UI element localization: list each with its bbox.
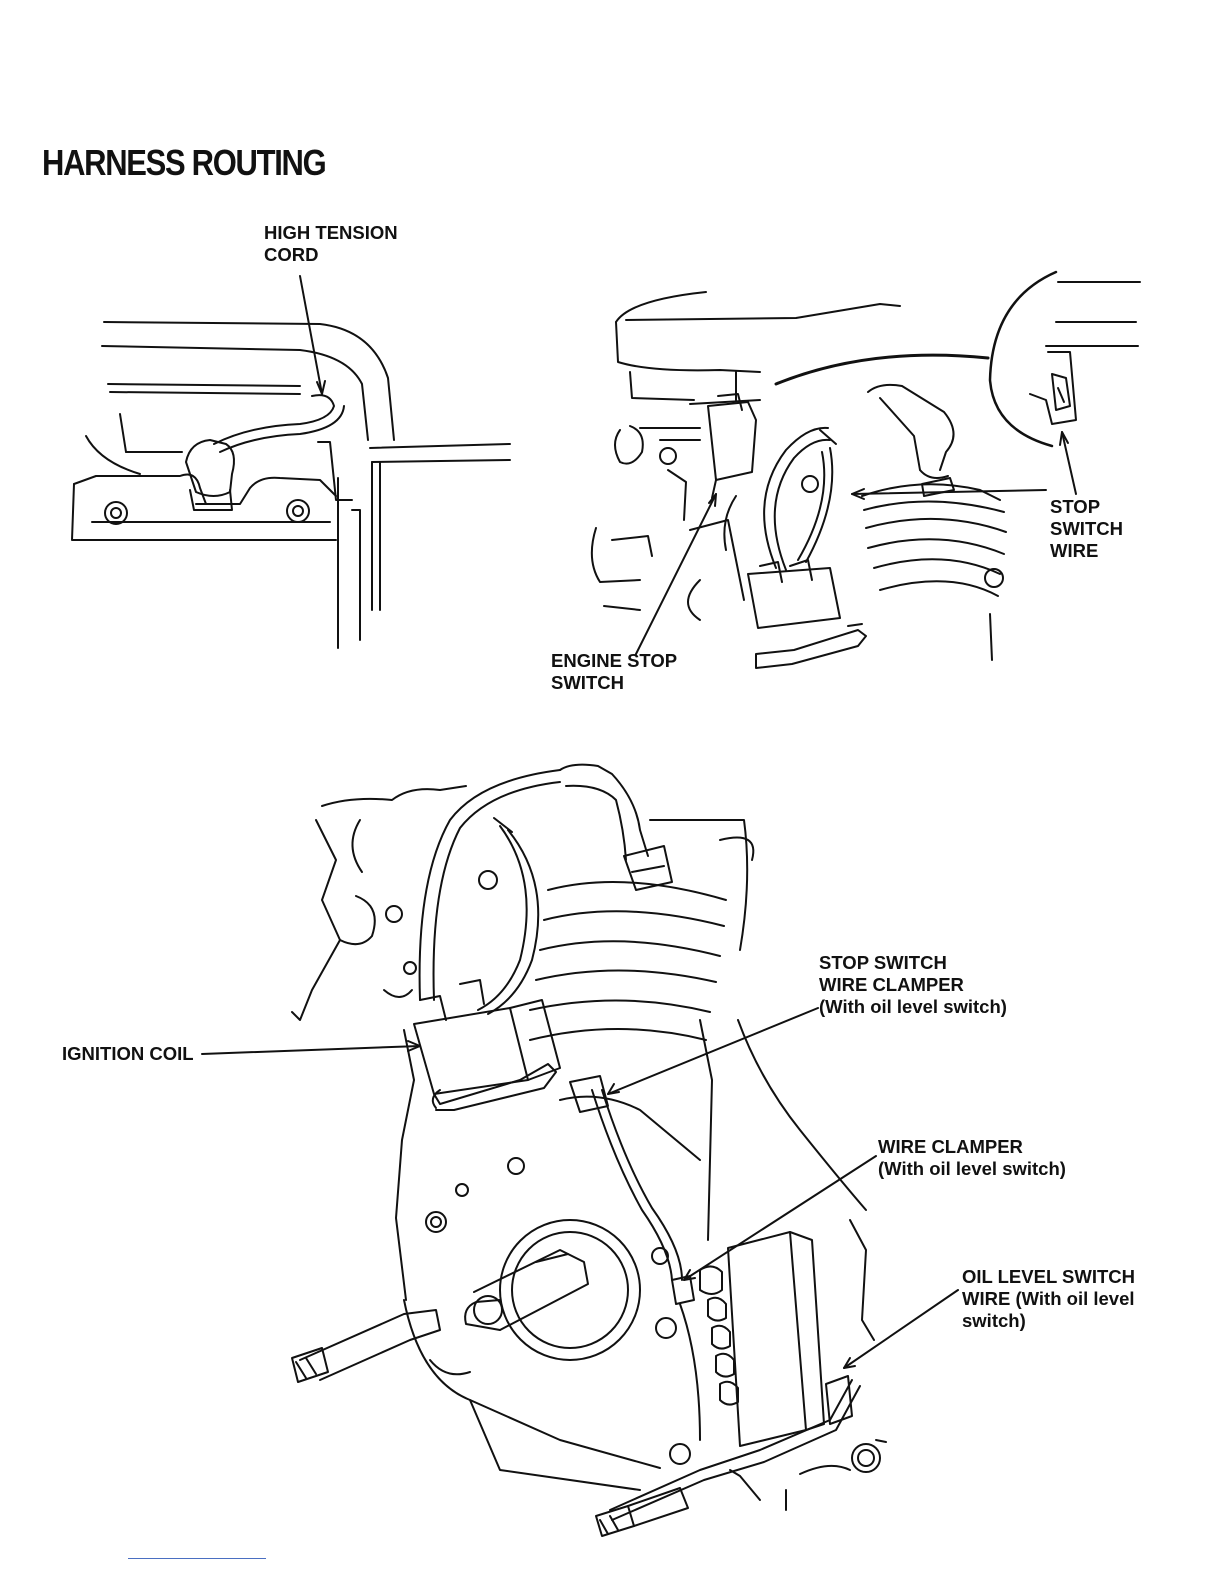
arrowhead <box>844 1358 855 1368</box>
label-wire-clamper: WIRE CLAMPER (With oil level switch) <box>878 1136 1066 1180</box>
leader-stop-switch-wire-callout <box>1062 432 1076 494</box>
label-line: SWITCH <box>551 672 677 694</box>
label-line: SWITCH <box>1050 518 1123 540</box>
arrowhead <box>608 1084 619 1094</box>
label-engine-stop-switch: ENGINE STOP SWITCH <box>551 650 677 694</box>
label-ignition-coil: IGNITION COIL <box>62 1043 194 1065</box>
label-line: WIRE <box>1050 540 1123 562</box>
figure-high-tension-cord <box>72 322 510 648</box>
label-line: STOP <box>1050 496 1123 518</box>
label-line: WIRE CLAMPER <box>878 1136 1066 1158</box>
leader-wire-clamper <box>684 1156 876 1280</box>
label-line: STOP SWITCH <box>819 952 1007 974</box>
leader-stop-switch-wire-clamper <box>608 1008 818 1094</box>
label-line: HIGH TENSION <box>264 222 398 244</box>
figure-engine-stop-switch <box>592 272 1140 668</box>
label-stop-switch-wire-clamper: STOP SWITCH WIRE CLAMPER (With oil level… <box>819 952 1007 1018</box>
leader-high-tension-cord <box>300 276 322 394</box>
label-stop-switch-wire: STOP SWITCH WIRE <box>1050 496 1123 562</box>
label-line: WIRE CLAMPER <box>819 974 1007 996</box>
label-high-tension-cord: HIGH TENSION CORD <box>264 222 398 266</box>
label-line: OIL LEVEL SWITCH <box>962 1266 1135 1288</box>
label-line: CORD <box>264 244 398 266</box>
label-line: (With oil level switch) <box>878 1158 1066 1180</box>
bottom-rule <box>128 1558 266 1559</box>
label-line: (With oil level switch) <box>819 996 1007 1018</box>
label-oil-level-switch-wire: OIL LEVEL SWITCH WIRE (With oil level sw… <box>962 1266 1135 1332</box>
label-line: switch) <box>962 1310 1135 1332</box>
leader-oil-level-switch-wire <box>844 1290 958 1368</box>
leader-engine-stop-switch <box>636 494 716 654</box>
leader-ignition-coil <box>202 1046 420 1054</box>
figure-engine-assembly <box>292 765 886 1536</box>
label-line: WIRE (With oil level <box>962 1288 1135 1310</box>
label-line: ENGINE STOP <box>551 650 677 672</box>
